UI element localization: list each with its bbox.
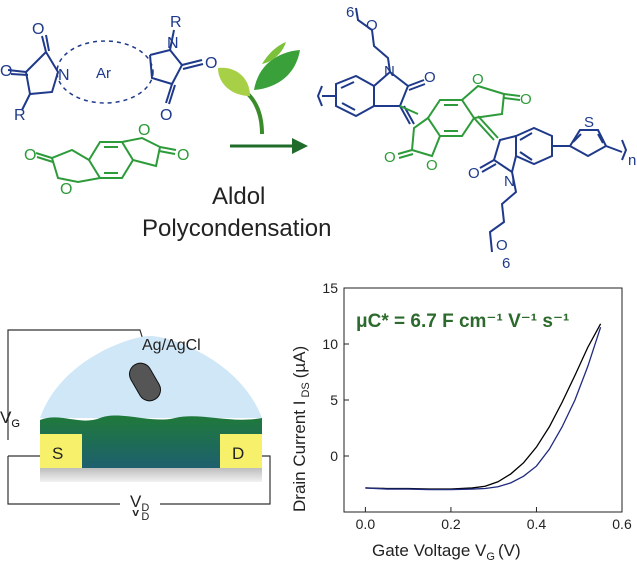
atom-label: S — [584, 114, 594, 131]
atom-label: O — [496, 237, 508, 254]
transfer-curve-chart: 0.0 0.2 0.4 0.6 0 5 10 15 μC* = 6.7 F cm⁻¹ V⁻¹ … — [290, 280, 632, 563]
process-label-line2: Polycondensation — [142, 215, 331, 242]
y-tick-label: 15 — [322, 280, 338, 296]
process-label-line1: Aldol — [212, 183, 265, 210]
atom-label: O — [138, 122, 150, 139]
gate-voltage-label-front: VG — [0, 408, 20, 430]
oect-device-schematic — [7, 329, 271, 505]
atom-label: O — [160, 107, 172, 124]
wire-gap — [120, 496, 160, 510]
y-tick-label: 0 — [330, 448, 338, 464]
side-chain-repeat-label: 6 — [502, 255, 510, 272]
atom-label: O — [60, 181, 72, 198]
substrate — [40, 468, 262, 482]
atom-label: R — [14, 107, 26, 124]
atom-label: O — [24, 147, 36, 164]
atom-label: O — [468, 165, 480, 182]
data-series — [365, 323, 602, 491]
x-axis-label: Gate Voltage VG(V) — [372, 541, 521, 563]
atom-label: O — [426, 157, 438, 174]
monomer-b-structure — [35, 136, 177, 184]
drain-voltage-label-front: VD — [130, 492, 149, 514]
atom-label: O — [520, 91, 532, 108]
monomer-a-structure — [7, 29, 204, 111]
reaction-arrow — [230, 138, 308, 154]
side-chain-repeat-label: 6 — [346, 4, 354, 21]
sprout-icon — [218, 42, 300, 135]
x-tick-label: 0.4 — [527, 516, 547, 532]
x-tick-label: 0.2 — [441, 516, 461, 532]
atom-label: N — [504, 173, 515, 190]
mobility-annotation: μC* = 6.7 F cm⁻¹ V⁻¹ s⁻¹ — [356, 311, 569, 332]
electrode-label: Ag/AgCl — [142, 337, 201, 354]
atom-label: O — [384, 149, 396, 166]
aryl-label: Ar — [96, 65, 111, 82]
y-axis-label: Drain Current IDS(µA) — [290, 346, 312, 512]
x-tick-label: 0.0 — [356, 516, 376, 532]
x-tick-label: 0.6 — [612, 516, 632, 532]
atom-label: O — [0, 63, 12, 80]
atom-label: O — [366, 17, 378, 34]
atom-label: N — [384, 63, 395, 80]
series-line — [365, 326, 602, 491]
polymer-structure — [316, 7, 628, 253]
drain-label: D — [232, 444, 244, 463]
source-label: S — [52, 444, 63, 463]
repeat-unit-label: n — [628, 152, 636, 169]
reference-electrode-icon — [129, 362, 161, 402]
wire-gap — [0, 408, 6, 432]
polymer-film — [40, 415, 262, 468]
atom-label: R — [170, 14, 182, 31]
atom-label: N — [58, 67, 70, 84]
source-contact — [40, 434, 82, 468]
y-tick-label: 5 — [330, 392, 338, 408]
drain-contact — [220, 434, 262, 468]
atom-label: O — [472, 71, 484, 88]
y-tick-label: 10 — [322, 336, 338, 352]
atom-label: O — [205, 55, 217, 72]
axis-ticks: 0.0 0.2 0.4 0.6 0 5 10 15 — [322, 280, 632, 532]
atom-label: O — [177, 147, 189, 164]
series-line — [365, 323, 602, 490]
atom-label: O — [32, 21, 44, 38]
atom-label: N — [167, 35, 179, 52]
atom-label: O — [424, 69, 436, 86]
